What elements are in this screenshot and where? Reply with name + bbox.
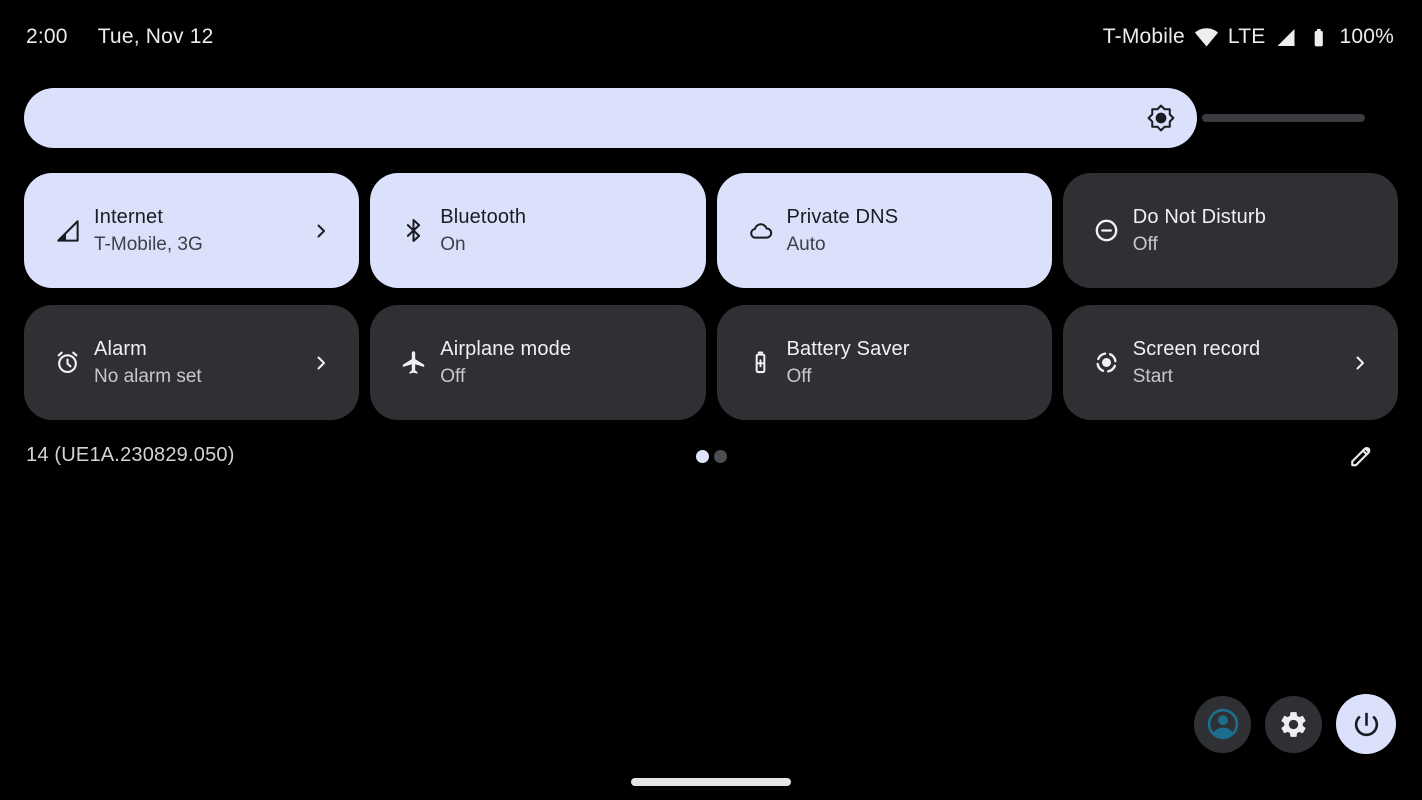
brightness-slider[interactable] [24,88,1398,148]
tile-subtitle: Start [1132,365,1173,387]
tile-title: Battery Saver [786,337,910,360]
chevron-right-icon[interactable] [309,351,333,375]
tile-subtitle: No alarm set [94,365,202,387]
tile-title: Screen record [1132,337,1261,360]
airplane-icon [400,349,427,376]
footer-actions [1194,694,1396,754]
tile-private-dns[interactable]: Private DNS Auto [716,173,1052,288]
wifi-icon [1194,25,1219,50]
tile-subtitle: On [440,233,466,255]
tile-subtitle: Auto [786,233,826,255]
cellular-signal-icon [1274,25,1298,49]
tile-subtitle: T-Mobile, 3G [94,233,203,255]
tile-subtitle: Off [786,365,812,387]
cloud-icon [747,217,774,244]
tile-title: Airplane mode [440,337,572,360]
tile-internet[interactable]: Internet T-Mobile, 3G [24,173,360,288]
tile-title: Alarm [94,337,147,360]
tile-screen-record[interactable]: Screen record Start [1062,305,1398,420]
avatar-icon [1207,708,1238,740]
tile-battery-saver[interactable]: Battery Saver Off [716,305,1052,420]
date: Tue, Nov 12 [97,25,214,48]
alarm-clock-icon [54,349,81,376]
power-button[interactable] [1336,694,1396,754]
tile-bluetooth[interactable]: Bluetooth On [370,173,706,288]
tile-subtitle: Off [1132,233,1158,255]
record-circle-icon [1093,349,1120,376]
brightness-slider-fill[interactable] [24,88,1197,148]
gear-icon [1281,711,1306,737]
brightness-slider-track[interactable] [1202,114,1365,122]
quick-settings-grid: Internet T-Mobile, 3G Bluetooth On Priva… [24,173,1398,420]
build-number: 14 (UE1A.230829.050) [26,444,235,466]
settings-button[interactable] [1265,695,1322,753]
bluetooth-icon [400,217,427,244]
chevron-right-icon[interactable] [1348,351,1372,375]
edit-tiles-button[interactable] [1346,441,1376,471]
page-dot-inactive [713,450,727,463]
tile-title: Do Not Disturb [1132,205,1267,228]
do-not-disturb-icon [1093,217,1120,244]
power-icon [1354,712,1378,736]
tile-subtitle: Off [440,365,466,387]
tile-title: Internet [94,205,164,228]
carrier-label: T-Mobile [1102,25,1185,48]
battery-icon [1307,25,1330,50]
battery-plus-icon [747,349,774,376]
battery-percent-label: 100% [1339,25,1394,48]
clock: 2:00 [26,25,68,48]
page-indicator [0,450,1422,463]
status-bar: 2:00 Tue, Nov 12 T-Mobile LTE 100% [26,20,1394,54]
user-switcher-button[interactable] [1194,695,1251,753]
home-indicator-handle[interactable] [631,778,791,786]
tile-title: Private DNS [786,205,899,228]
mobile-signal-icon [54,217,81,244]
tile-airplane-mode[interactable]: Airplane mode Off [370,305,706,420]
chevron-right-icon[interactable] [309,219,333,243]
tile-do-not-disturb[interactable]: Do Not Disturb Off [1062,173,1398,288]
page-dot-active [695,450,709,463]
tile-title: Bluetooth [440,205,527,228]
brightness-icon [1146,103,1176,133]
tile-alarm[interactable]: Alarm No alarm set [24,305,360,420]
network-type-label: LTE [1227,25,1266,48]
